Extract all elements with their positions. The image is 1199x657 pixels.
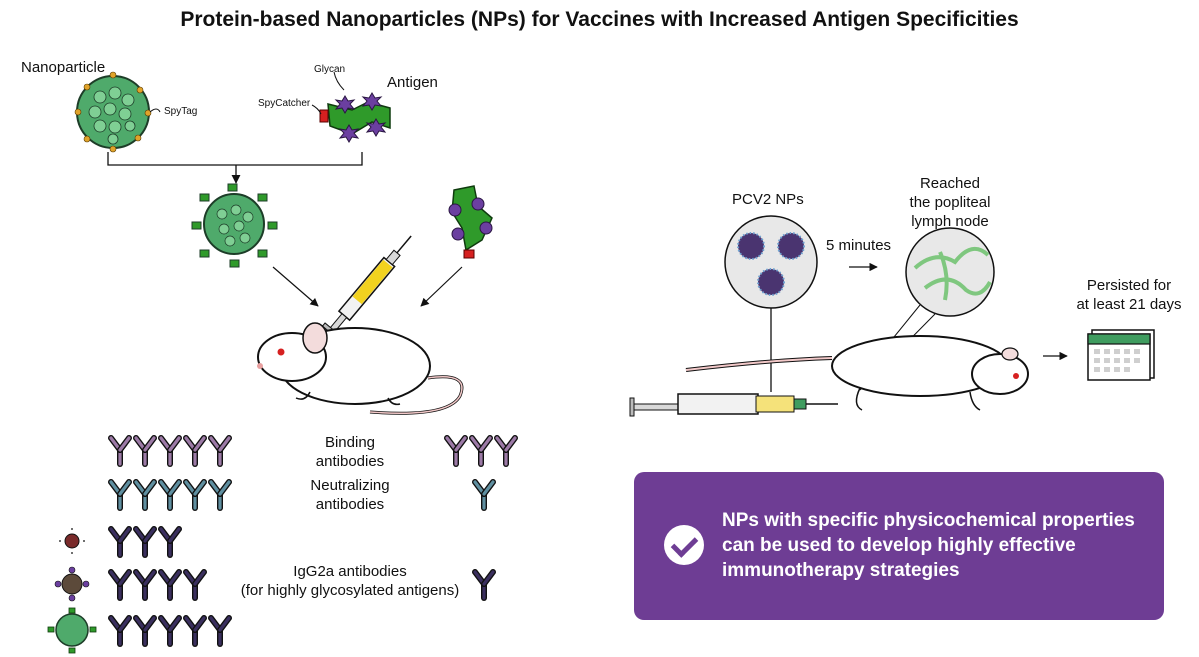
- free-antigen-icon: [448, 185, 493, 259]
- row-np-large-icon: [47, 607, 97, 654]
- nanoparticle-icon: [74, 71, 152, 153]
- antibody-icon: [472, 569, 496, 601]
- pcv2-zoom-circle: [724, 215, 818, 309]
- antibody-icon: [108, 526, 132, 558]
- antibody-icon: [208, 435, 232, 467]
- spytag-label: SpyTag: [164, 106, 198, 117]
- antibody-icon: [183, 479, 207, 511]
- glycan-icon: [334, 92, 387, 143]
- antibody-icon: [158, 615, 182, 647]
- antibody-icon: [158, 479, 182, 511]
- antibody-icon: [133, 569, 157, 601]
- antibody-icon: [158, 526, 182, 558]
- mouse-icon-right: [685, 335, 1029, 411]
- igg2a-antibodies-label: IgG2a antibodies (for highly glycosylate…: [240, 563, 460, 599]
- antibody-icon: [108, 569, 132, 601]
- calendar-icon: [1087, 329, 1155, 381]
- nanoparticle-label: Nanoparticle: [21, 59, 106, 76]
- neutralizing-antibodies-label: Neutralizing antibodies: [310, 477, 390, 513]
- glycan-label: Glycan: [314, 64, 346, 75]
- antibody-icon: [133, 615, 157, 647]
- conclusion-text: NPs with specific physicochemical proper…: [722, 510, 1135, 581]
- antibody-icon: [108, 479, 132, 511]
- conclusion-box: [634, 472, 1164, 620]
- antibody-icon: [494, 435, 518, 467]
- antibody-icon: [108, 615, 132, 647]
- syringe-icon-right: [629, 393, 838, 417]
- antibody-icon: [133, 479, 157, 511]
- pcv2-label: PCV2 NPs: [732, 191, 804, 208]
- syringe-icon-left: [321, 235, 412, 340]
- antibody-icon: [183, 435, 207, 467]
- antibody-icon: [472, 479, 496, 511]
- antibody-icon: [158, 435, 182, 467]
- time-label: 5 minutes: [826, 237, 892, 254]
- persisted-label: Persisted for at least 21 days: [1076, 277, 1182, 313]
- antibody-icon: [208, 615, 232, 647]
- spycatcher-label: SpyCatcher: [258, 98, 311, 109]
- antibody-icon: [133, 526, 157, 558]
- antibody-icon: [133, 435, 157, 467]
- antibody-icon: [208, 479, 232, 511]
- antibody-icon: [108, 435, 132, 467]
- conjugated-nanoparticle-icon: [191, 183, 278, 268]
- figure-title: Protein-based Nanoparticles (NPs) for Va…: [180, 8, 1019, 31]
- antibody-layer: [108, 435, 518, 647]
- antibody-icon: [158, 569, 182, 601]
- row-np-small-icon: [59, 528, 85, 554]
- antigen-label: Antigen: [387, 74, 438, 91]
- row-np-medium-icon: [54, 566, 90, 602]
- mouse-icon-left: [257, 322, 464, 415]
- antibody-icon: [444, 435, 468, 467]
- lymph-node-zoom-circle: [905, 227, 995, 317]
- antibody-icon: [183, 569, 207, 601]
- antibody-icon: [469, 435, 493, 467]
- binding-antibodies-label: Binding antibodies: [315, 434, 385, 470]
- reached-label: Reached the popliteal lymph node: [909, 175, 991, 230]
- antibody-icon: [183, 615, 207, 647]
- checkmark-icon: [664, 525, 704, 565]
